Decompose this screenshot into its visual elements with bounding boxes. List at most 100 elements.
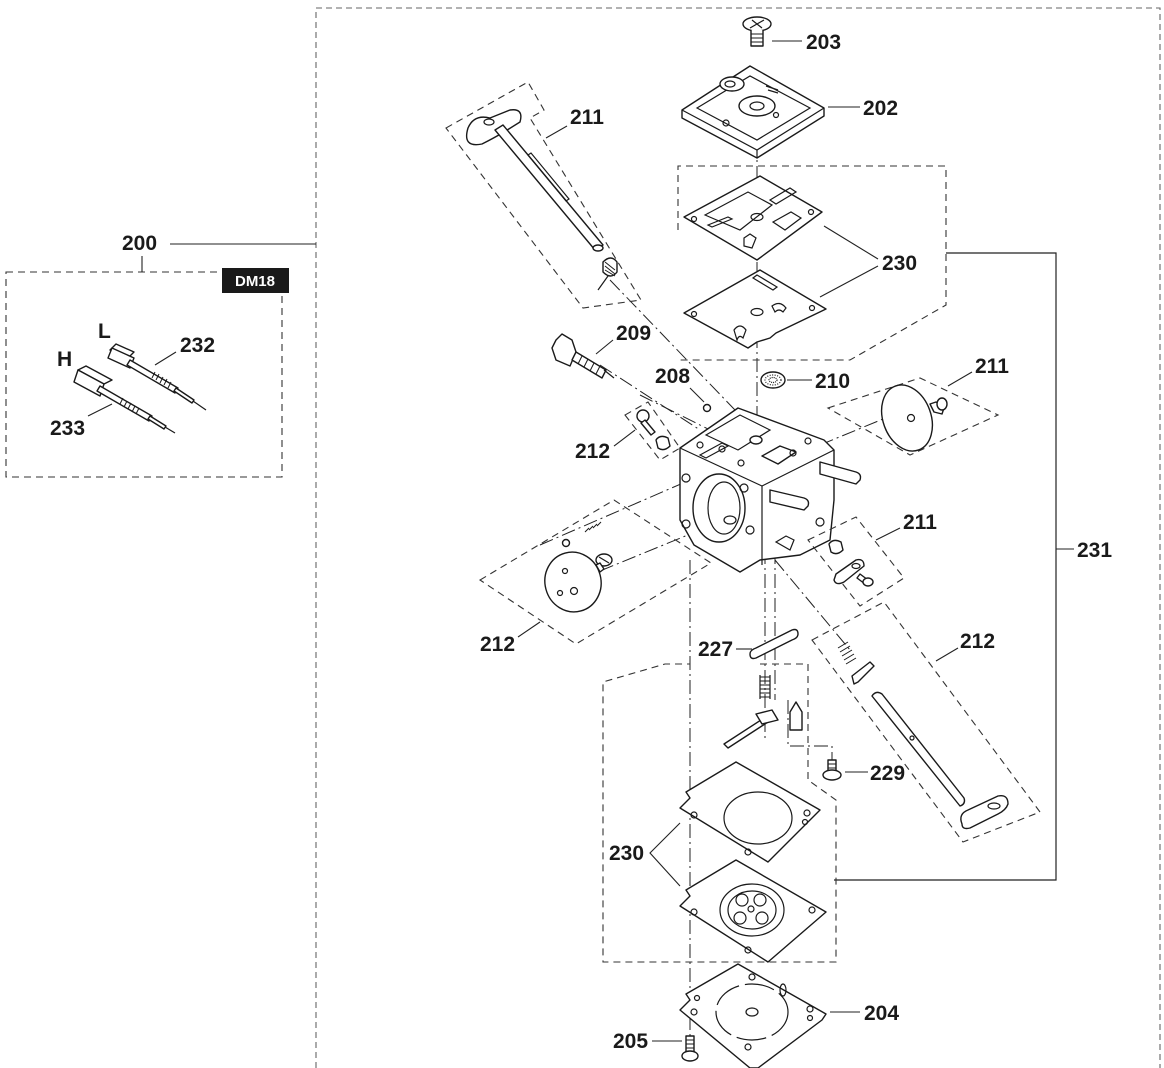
leader-line-208 <box>689 387 705 403</box>
group-230-top-frame <box>677 165 947 361</box>
callout-label-233: 233 <box>50 417 85 440</box>
callout-203[interactable]: 203 <box>772 31 841 54</box>
callout-label-200: 200 <box>122 232 157 255</box>
part-227-gasket[interactable] <box>749 628 799 660</box>
needle-high-label: H <box>57 348 72 371</box>
part-inlet-needle-spring[interactable] <box>759 675 771 699</box>
callout-211-right[interactable]: 211 <box>947 355 1009 387</box>
badge-background <box>222 268 289 293</box>
callout-label-202: 202 <box>863 97 898 120</box>
callout-label-204: 204 <box>864 1002 899 1025</box>
needle-233-shaft <box>96 385 153 422</box>
needle-low-label: L <box>98 320 111 343</box>
carburetor-body[interactable] <box>679 407 862 573</box>
callout-209[interactable]: 209 <box>595 322 651 355</box>
callout-211-lower[interactable]: 211 <box>875 511 937 541</box>
leader-line-211-lower <box>875 527 901 541</box>
leader-line-209 <box>595 339 614 355</box>
part-211-detent-lever[interactable] <box>833 558 865 585</box>
callout-230-top[interactable]: 230 <box>819 225 917 298</box>
callout-212-left[interactable]: 212 <box>575 429 636 463</box>
part-212-stop-screw[interactable] <box>636 409 656 436</box>
part-212-idle-spring[interactable] <box>561 521 602 548</box>
leader-line-212-left <box>613 429 636 447</box>
part-211-choke-shaft[interactable] <box>465 109 618 291</box>
part-230-bottom-gasket[interactable] <box>679 761 821 863</box>
dm18-badge: DM18 <box>222 268 289 293</box>
part-210-inlet-screen[interactable] <box>760 371 786 389</box>
part-212-throttle-shaft[interactable] <box>837 641 1009 830</box>
pulse-nipple-rear <box>819 461 862 485</box>
callout-label-211-top: 211 <box>570 106 604 129</box>
callout-231[interactable]: 231 <box>834 252 1112 881</box>
callout-label-230-bottom: 230 <box>609 842 644 865</box>
needle-233-high[interactable] <box>73 365 176 434</box>
part-205-cover-screw[interactable] <box>681 1035 699 1062</box>
part-203-screw[interactable] <box>742 16 772 47</box>
callout-233[interactable]: 233 <box>50 403 113 440</box>
callout-label-209: 209 <box>616 322 651 345</box>
callout-202[interactable]: 202 <box>828 97 898 120</box>
leader-line-233 <box>87 403 113 417</box>
callout-label-212-left: 212 <box>575 440 610 463</box>
part-inlet-control-lever[interactable] <box>723 709 779 749</box>
group-lower-kit-frame <box>602 663 837 963</box>
part-230-top-diaphragm[interactable] <box>683 269 827 349</box>
leader-line-211-top <box>545 125 568 139</box>
callout-212-lower-left[interactable]: 212 <box>480 621 541 656</box>
group-211-right-frame <box>826 377 1000 456</box>
callout-211-top[interactable]: 211 <box>545 106 604 139</box>
part-212-throttle-screw[interactable] <box>595 553 613 573</box>
group-212-right-frame <box>811 601 1041 843</box>
callout-label-231: 231 <box>1077 539 1112 562</box>
part-211-detent-screw[interactable] <box>856 573 874 587</box>
part-230-top-gasket[interactable] <box>683 175 823 261</box>
callout-label-230-top: 230 <box>882 252 917 275</box>
callout-label-203: 203 <box>806 31 841 54</box>
part-212-bushing[interactable] <box>655 435 671 451</box>
part-208-ball[interactable] <box>702 403 712 413</box>
callout-label-208: 208 <box>655 365 690 388</box>
part-229-lever-screw[interactable] <box>822 759 842 781</box>
callout-label-212-right: 212 <box>960 630 995 653</box>
callout-232[interactable]: 232 <box>154 334 215 366</box>
needle-232-low[interactable] <box>107 343 207 411</box>
callout-label-212-lower-left: 212 <box>480 633 515 656</box>
leader-line-230-bottom <box>649 822 681 887</box>
callout-212-right[interactable]: 212 <box>935 630 995 662</box>
callout-label-210: 210 <box>815 370 850 393</box>
callout-200[interactable]: 200 <box>122 232 316 272</box>
part-230-bottom-diaphragm[interactable] <box>679 859 827 963</box>
group-211-top-frame <box>445 81 642 309</box>
callout-label-211-right: 211 <box>975 355 1009 378</box>
part-209-fitting[interactable] <box>551 333 615 379</box>
part-211-choke-plate[interactable] <box>873 378 941 458</box>
leader-line-212-lower-left <box>517 621 541 638</box>
callout-label-205: 205 <box>613 1030 648 1053</box>
part-204-metering-cover[interactable] <box>679 963 827 1068</box>
part-212-throttle-plate[interactable] <box>538 546 608 618</box>
part-211-detent-bushing[interactable] <box>828 539 844 555</box>
part-inlet-needle[interactable] <box>789 701 803 731</box>
leader-line-230-top-a <box>823 225 879 260</box>
callout-205[interactable]: 205 <box>613 1030 682 1053</box>
adjusting-kit-frame <box>5 271 283 478</box>
badge-text: DM18 <box>235 273 275 290</box>
pulse-nipple-front <box>769 489 810 511</box>
main-assembly-frame <box>315 7 1161 1068</box>
group-212-left-frame <box>624 401 681 461</box>
callout-label-211-lower: 211 <box>903 511 937 534</box>
callout-230-bottom[interactable]: 230 <box>609 822 681 887</box>
leader-line-212-right <box>935 647 959 662</box>
leader-line-232 <box>154 351 177 366</box>
callout-label-227: 227 <box>698 638 733 661</box>
bracket-231 <box>834 252 1057 881</box>
callout-229[interactable]: 229 <box>845 762 905 785</box>
callout-208[interactable]: 208 <box>655 365 705 403</box>
callout-227[interactable]: 227 <box>698 638 752 661</box>
callout-204[interactable]: 204 <box>830 1002 899 1025</box>
callout-210[interactable]: 210 <box>787 370 850 393</box>
part-211-choke-screw[interactable] <box>929 397 948 415</box>
part-202-pump-cover[interactable] <box>681 65 825 159</box>
